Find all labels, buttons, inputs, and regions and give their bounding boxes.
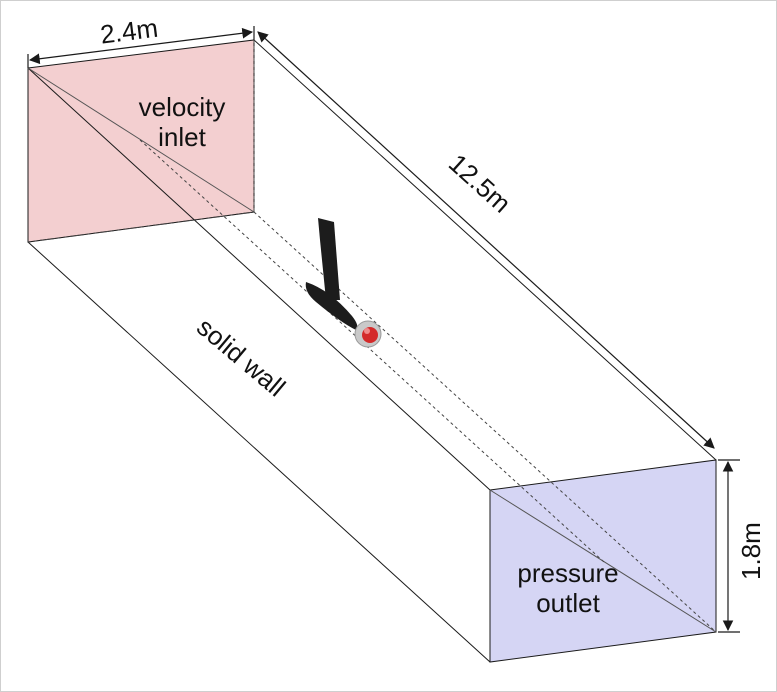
- length-arrow: [257, 31, 715, 449]
- solid-wall-label: solid wall: [191, 312, 291, 403]
- top-front-edge: [27, 67, 491, 491]
- propeller-hub: [362, 327, 378, 343]
- height-label: 1.8m: [736, 522, 766, 580]
- bottom-back-edge: [253, 211, 717, 633]
- bottom-front-edge: [27, 241, 491, 663]
- width-arrow: [28, 27, 254, 65]
- inlet-top-dashed: [27, 211, 255, 243]
- rudder-blade: [318, 218, 340, 300]
- ship-model: [305, 218, 382, 348]
- inlet-label-line1: velocity: [139, 92, 226, 122]
- outlet-label-line2: outlet: [536, 588, 600, 618]
- length-label: 12.5m: [443, 148, 517, 219]
- inlet-diagonal: [27, 67, 255, 213]
- outlet-label-line1: pressure: [517, 558, 618, 588]
- width-label: 2.4m: [99, 13, 160, 50]
- rudder-lower-fin: [305, 282, 358, 330]
- propeller-hub-highlight: [364, 328, 370, 334]
- inlet-label-line2: inlet: [158, 122, 206, 152]
- dimension-lines: [27, 26, 740, 633]
